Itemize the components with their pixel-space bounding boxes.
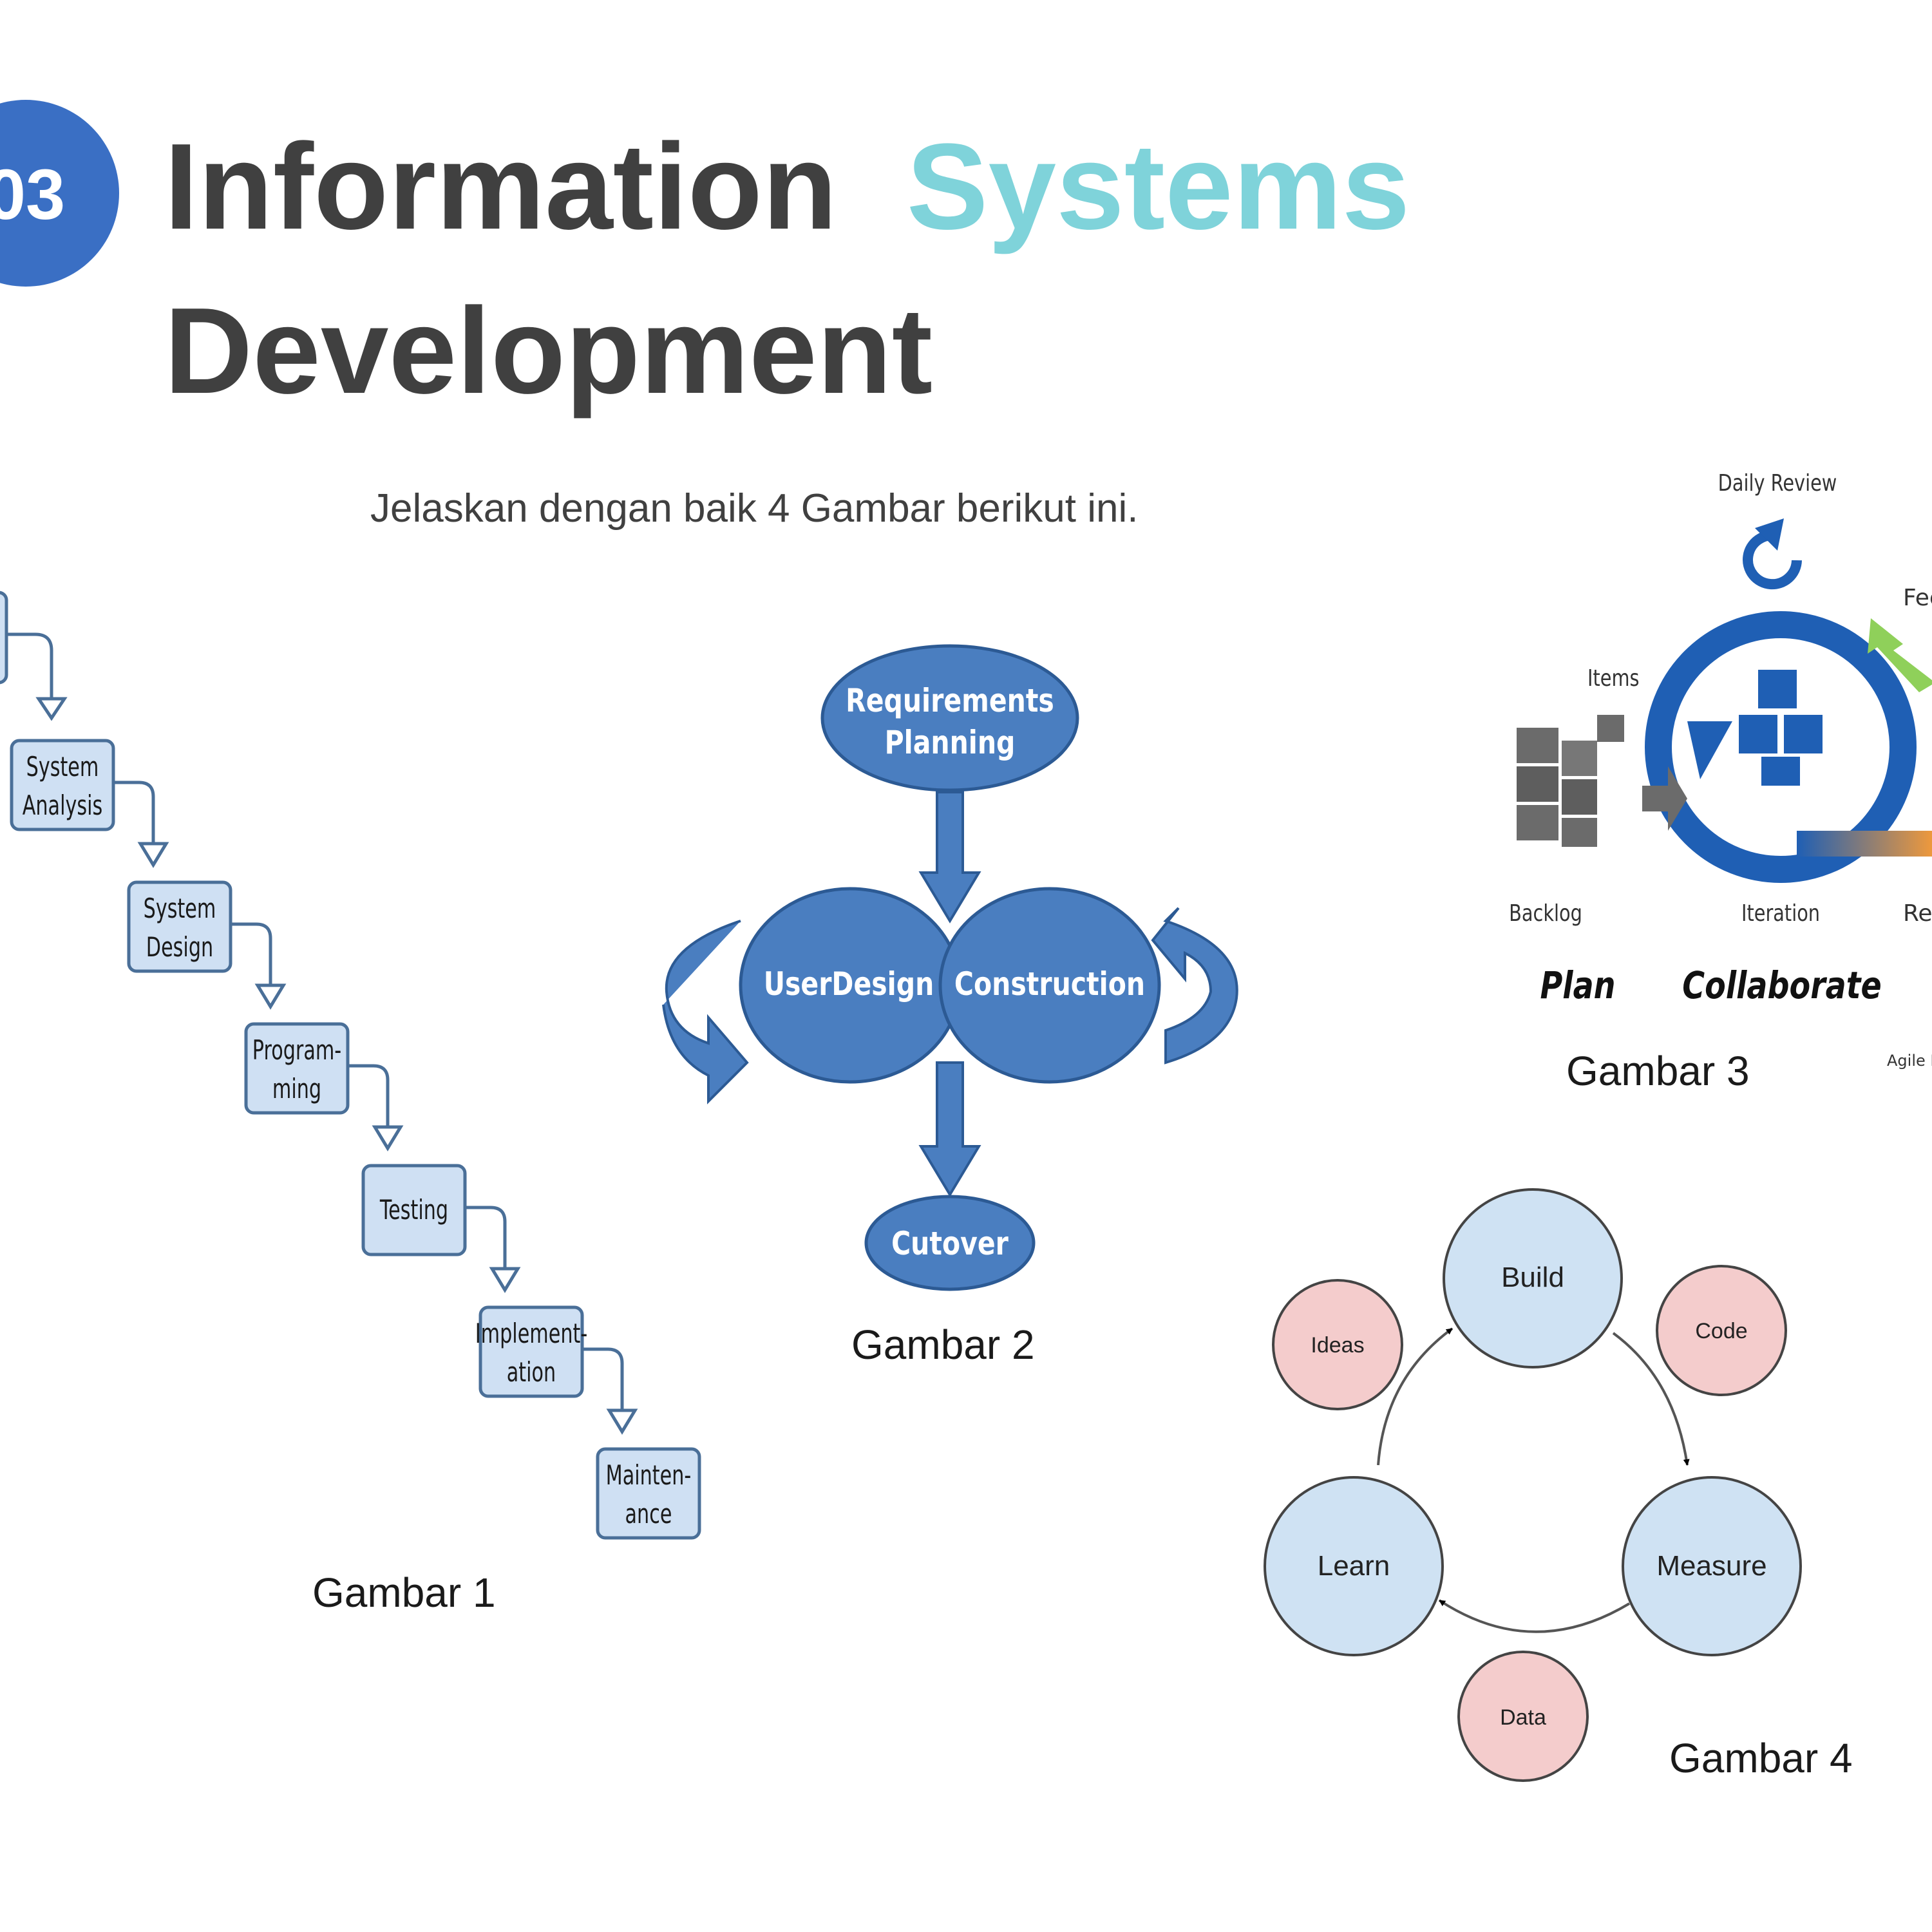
learn-label: Learn <box>1318 1550 1390 1582</box>
iteration-label: Iteration <box>1741 900 1820 927</box>
waterfall-step-label: Testing <box>379 1194 448 1226</box>
iteration-circle <box>1645 611 1917 883</box>
release-label-partial: Rele <box>1903 900 1932 927</box>
waterfall-step-partial <box>0 591 8 685</box>
waterfall-connector-arrow <box>348 1064 390 1130</box>
waterfall-step-box <box>478 1305 584 1398</box>
requirements-label-line1: Requirements <box>846 682 1054 719</box>
measure-to-learn-arc <box>1438 1599 1631 1633</box>
waterfall-step-label: Design <box>146 931 213 963</box>
waterfall-connector-arrowhead <box>35 697 68 721</box>
waterfall-step-box <box>596 1447 701 1540</box>
waterfall-connector-arrow <box>113 781 155 847</box>
requirements-planning-node <box>820 644 1079 792</box>
waterfall-step-label: Analysis <box>23 790 103 821</box>
measure-node <box>1622 1476 1802 1656</box>
gambar4-caption: Gambar 4 <box>1669 1735 1853 1781</box>
waterfall-step-box <box>10 739 115 831</box>
backlog-label: Backlog <box>1509 900 1582 927</box>
build-node <box>1443 1188 1623 1368</box>
waterfall-connector-arrowhead <box>606 1408 638 1435</box>
code-node <box>1656 1265 1787 1396</box>
gambar3-caption: Gambar 3 <box>1566 1048 1750 1094</box>
waterfall-step: Implement-ation <box>475 1305 638 1435</box>
ideas-label: Ideas <box>1311 1333 1364 1358</box>
waterfall-step-label: ming <box>272 1073 321 1104</box>
waterfall-connector-arrow <box>6 632 53 702</box>
slide-header: 03 Information Systems Development Jelas… <box>0 100 1410 531</box>
data-label: Data <box>1500 1705 1546 1730</box>
waterfall-step-label: Implement- <box>475 1318 587 1349</box>
waterfall-step-box <box>244 1022 350 1115</box>
iteration-cubes-icon <box>1739 670 1823 786</box>
learn-to-build-arc <box>1377 1327 1454 1466</box>
release-bar <box>1797 831 1932 857</box>
waterfall-connector-arrow <box>465 1206 507 1272</box>
build-label: Build <box>1501 1262 1564 1293</box>
construction-loop-arrow <box>1151 907 1238 1065</box>
waterfall-step-label: ance <box>625 1498 672 1530</box>
waterfall-connector-arrow <box>231 922 272 989</box>
cutover-label: Cutover <box>891 1225 1009 1262</box>
page-title-part2: Systems <box>907 118 1410 255</box>
waterfall-connector-arrow <box>582 1347 624 1414</box>
construction-label: Construction <box>954 965 1145 1003</box>
requirements-label-line2: Planning <box>885 724 1016 761</box>
agile-scrum-diagram: Daily Review Fee Items <box>1509 469 1932 1094</box>
waterfall-step-label: Mainten- <box>606 1459 692 1491</box>
cutover-node <box>864 1195 1036 1291</box>
build-measure-learn-diagram: Build Measure Learn Ideas Code Data Gamb… <box>1264 1188 1853 1782</box>
waterfall-connector-arrowhead <box>254 983 287 1010</box>
data-node <box>1457 1651 1589 1782</box>
daily-review-loop-arrowhead <box>1755 518 1784 551</box>
daily-review-loop-icon <box>1743 530 1802 590</box>
page-title-line2: Development <box>164 283 933 419</box>
items-label: Items <box>1587 665 1640 692</box>
section-badge <box>0 100 119 287</box>
user-design-label: UserDesign <box>764 965 934 1003</box>
gambar1-caption: Gambar 1 <box>312 1569 496 1616</box>
user-design-loop-arrow <box>662 920 749 1104</box>
rad-diagram: Requirements Planning UserDesign Constru… <box>662 644 1238 1368</box>
cutover-down-arrow <box>918 1061 981 1197</box>
waterfall-step-label: System <box>144 893 216 924</box>
collaborate-label: Collaborate <box>1682 963 1881 1007</box>
measure-label: Measure <box>1656 1550 1766 1582</box>
waterfall-step: Program-ming <box>244 1022 404 1151</box>
backlog-blocks-icon <box>1517 715 1624 847</box>
waterfall-step-box <box>127 880 232 973</box>
gambar2-caption: Gambar 2 <box>851 1321 1035 1368</box>
iteration-circle-arrowhead <box>1687 721 1732 779</box>
feedback-arrow <box>1868 618 1932 692</box>
section-badge-number: 03 <box>0 155 65 234</box>
code-label: Code <box>1695 1319 1747 1343</box>
waterfall-step-box <box>361 1164 467 1256</box>
waterfall-step-label: ation <box>507 1356 556 1388</box>
waterfall-step: Mainten-ance <box>596 1447 701 1540</box>
waterfall-step-label: System <box>26 751 99 782</box>
ideas-node <box>1272 1279 1403 1410</box>
construction-node <box>938 887 1161 1084</box>
agile-footer-partial: Agile Pr <box>1887 1052 1932 1070</box>
requirements-down-arrow <box>918 791 981 923</box>
daily-review-label: Daily Review <box>1718 469 1837 497</box>
build-to-measure-arc <box>1612 1332 1690 1466</box>
waterfall-step-label: Program- <box>252 1034 341 1066</box>
plan-to-iteration-arrow <box>1642 766 1687 831</box>
waterfall-step: Testing <box>361 1164 521 1293</box>
learn-node <box>1264 1476 1444 1656</box>
page-title-part1: Information <box>164 118 837 255</box>
feedback-label-partial: Fee <box>1903 585 1932 611</box>
waterfall-connector-arrowhead <box>372 1125 404 1151</box>
waterfall-connector-arrowhead <box>489 1267 521 1293</box>
plan-label: Plan <box>1540 963 1615 1007</box>
instruction-text: Jelaskan dengan baik 4 Gambar berikut in… <box>370 486 1138 531</box>
waterfall-connector-arrowhead <box>137 842 169 868</box>
waterfall-diagram: SystemAnalysisSystemDesignProgram-mingTe… <box>0 591 701 1616</box>
page-title-line1: Information Systems <box>164 118 1410 255</box>
